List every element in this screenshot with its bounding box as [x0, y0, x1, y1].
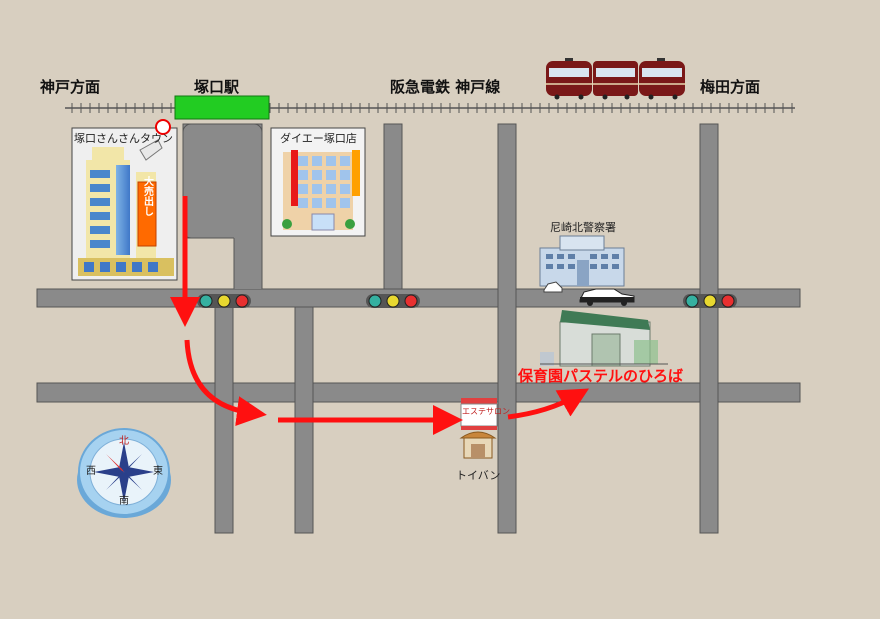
- station-name-label[interactable]: 塚口駅: [194, 78, 240, 96]
- traffic-light-icon: [366, 294, 420, 308]
- police-station-label: 尼崎北警察署: [550, 221, 616, 234]
- nursery-building: [540, 310, 668, 367]
- road-station-link: [234, 230, 262, 289]
- sunsun-town-building: [71, 119, 178, 281]
- compass-icon: [77, 428, 171, 518]
- route-path: [170, 196, 590, 435]
- police-car-icon: [543, 281, 635, 306]
- toy-shop-label: トイバン: [456, 469, 501, 482]
- daiei-label: ダイエー塚口店: [280, 132, 357, 145]
- sale-sign-text: 大売出し: [142, 175, 154, 217]
- compass-south-label: 南: [119, 496, 129, 507]
- umeda-direction-label: 梅田方面: [700, 78, 761, 96]
- destination-label[interactable]: 保育園パステルのひろば: [518, 367, 684, 385]
- esthe-salon-shop-icon: [460, 398, 498, 430]
- daiei-building: [270, 127, 366, 237]
- train-icon: [545, 58, 686, 100]
- traffic-light-icon: [197, 294, 251, 308]
- kobe-direction-label: 神戸方面: [40, 78, 101, 96]
- compass-east-label: 東: [153, 466, 163, 477]
- station-plaza: [182, 123, 263, 239]
- police-station-building: [539, 235, 625, 287]
- station-platform[interactable]: [174, 95, 270, 120]
- railway-line-label: 阪急電鉄 神戸線: [390, 78, 501, 96]
- traffic-light-icon: [683, 294, 737, 308]
- compass-west-label: 西: [86, 466, 96, 477]
- compass-north-label: 北: [119, 436, 129, 447]
- esthe-salon-sign: エステサロン: [462, 407, 510, 416]
- toy-shop-icon: [459, 431, 497, 459]
- sunsun-town-label: 塚口さんさんタウン: [74, 132, 173, 145]
